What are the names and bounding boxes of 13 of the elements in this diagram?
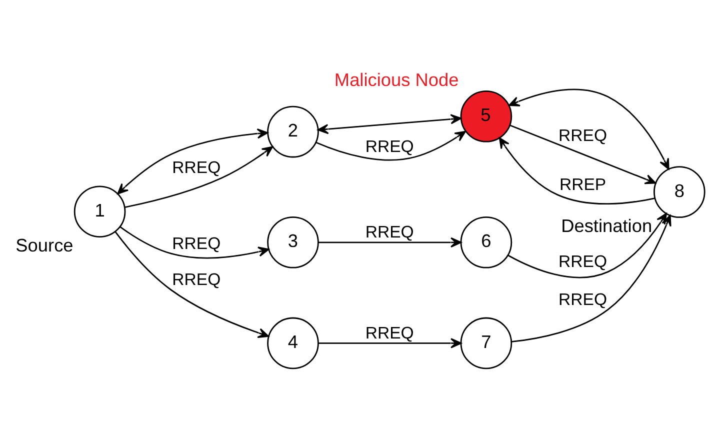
node-label: Source	[16, 234, 74, 255]
edge-label: RREQ	[172, 233, 221, 252]
edge-label: RREQ	[365, 322, 414, 342]
edge-label: RREQ	[172, 158, 221, 177]
edge-label: RREQ	[558, 289, 608, 308]
edge-label: RREQ	[365, 136, 414, 156]
edge-label: RREQ	[172, 270, 221, 289]
edge-label: RREQ	[558, 126, 608, 145]
node-label: Destination	[561, 215, 652, 236]
edge-label: RREQ	[558, 252, 608, 271]
node-label: Malicious Node	[334, 70, 459, 90]
edge-label: RREP	[559, 174, 606, 194]
edge-label: RREQ	[365, 222, 414, 242]
